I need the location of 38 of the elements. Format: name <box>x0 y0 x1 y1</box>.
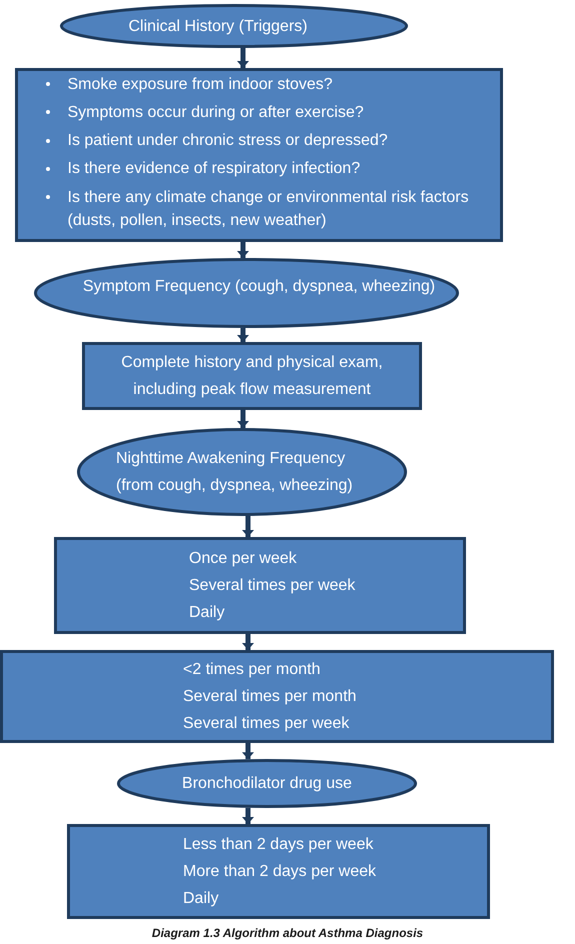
node-text: More than 2 days per week <box>183 862 376 882</box>
oval-node <box>117 759 417 808</box>
node-text: (from cough, dyspnea, wheezing) <box>116 476 353 496</box>
process-box <box>54 537 466 634</box>
bullet-text: Symptoms occur during or after exercise? <box>68 102 364 123</box>
arrow <box>242 634 254 650</box>
oval-node <box>60 4 408 48</box>
node-text: Less than 2 days per week <box>183 835 374 855</box>
node-text: Symptom Frequency (cough, dyspnea, wheezing) <box>82 276 436 296</box>
arrow <box>242 808 254 824</box>
node-text: Several times per week <box>189 576 356 596</box>
node-text: Once per week <box>189 549 297 569</box>
node-text: Complete history and physical exam, including peak flow measurement <box>120 353 384 400</box>
arrow <box>242 516 254 537</box>
arrow <box>237 242 249 258</box>
node-text: Daily <box>183 889 219 909</box>
process-box <box>82 342 422 410</box>
node-text: Several times per month <box>183 687 356 707</box>
node-text: <2 times per month <box>183 660 320 680</box>
node-text: Bronchodilator drug use <box>182 774 352 794</box>
process-box <box>67 824 490 919</box>
arrow <box>237 410 249 428</box>
node-text: Nighttime Awakening Frequency <box>116 449 346 469</box>
node-text: Daily <box>189 603 225 623</box>
arrow <box>237 48 249 68</box>
bullet-text: Is there evidence of respiratory infection? <box>68 159 360 180</box>
oval-node <box>34 258 459 328</box>
bullet-text: Is there any climate change or environmental risk factors (dusts, pollen, insects, new weather) <box>68 188 470 230</box>
caption: Diagram 1.3 Algorithm about Asthma Diagnosis <box>152 926 424 940</box>
bullet-text: Is patient under chronic stress or depressed? <box>68 131 388 151</box>
oval-node <box>77 428 407 516</box>
arrow <box>242 743 254 760</box>
node-text: Several times per week <box>183 714 350 734</box>
node-text: Clinical History (Triggers) <box>128 16 308 36</box>
bullet-text: Smoke exposure from indoor stoves? <box>68 74 333 94</box>
process-box <box>0 650 554 743</box>
arrow <box>237 328 249 342</box>
process-box <box>15 68 503 242</box>
